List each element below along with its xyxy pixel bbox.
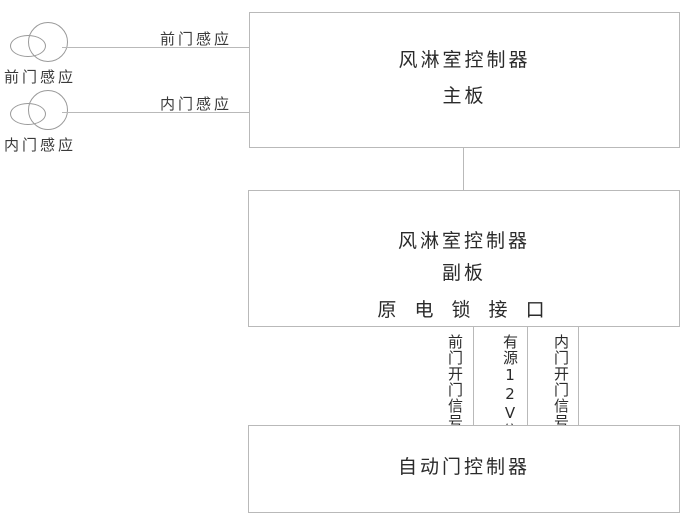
main-to-sub-board-connector [463, 148, 464, 190]
sensor-small-ellipse [10, 35, 46, 57]
inner-door-sensor-caption: 内门感应 [4, 136, 77, 154]
front-door-sensor-wire [62, 47, 250, 48]
powered-12v-signal-label: 有源12V信号 [501, 334, 519, 455]
auto-door-controller-box: 自动门控制器 [248, 425, 680, 513]
main-board-box: 风淋室控制器 主板 [249, 12, 680, 148]
front-door-sensor-caption: 前门感应 [4, 68, 77, 86]
front-door-open-signal-label: 前门开门信号 [446, 334, 464, 430]
sub-board-title-line1: 风淋室控制器 [397, 230, 530, 252]
inner-door-open-signal-label: 内门开门信号 [552, 334, 570, 430]
main-board-title-line1: 风淋室控制器 [398, 49, 531, 71]
auto-door-controller-title: 自动门控制器 [397, 456, 530, 478]
main-board-title-line2: 主板 [442, 85, 487, 107]
sensor-small-ellipse [10, 103, 46, 125]
front-door-sensor-icon [8, 20, 70, 68]
front-door-open-signal-line [473, 327, 474, 425]
electric-lock-interface-label: 原 电 锁 接 口 [377, 299, 551, 321]
front-door-sensor-wire-label: 前门感应 [160, 30, 233, 48]
powered-12v-signal-line [527, 327, 528, 425]
inner-door-sensor-wire-label: 内门感应 [160, 95, 233, 113]
inner-door-sensor-wire [62, 112, 250, 113]
inner-door-open-signal-line [578, 327, 579, 425]
sub-board-title-line2: 副板 [441, 262, 486, 284]
sub-board-box: 风淋室控制器 副板 原 电 锁 接 口 [248, 190, 680, 327]
inner-door-sensor-icon [8, 88, 70, 136]
